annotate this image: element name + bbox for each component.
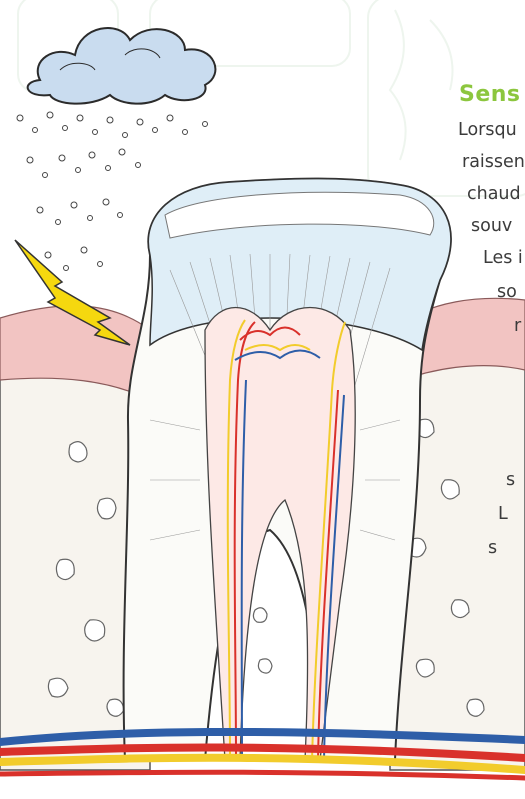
text-line-3: chaud bbox=[467, 184, 521, 204]
text-line-7: r bbox=[514, 316, 521, 336]
text-line-4: souv bbox=[471, 216, 512, 236]
text-line-10: s bbox=[488, 538, 497, 558]
text-line-8: s bbox=[506, 470, 515, 490]
cloud-icon bbox=[28, 28, 216, 104]
text-line-2: raissen bbox=[462, 152, 525, 172]
section-heading: Sens bbox=[459, 82, 521, 107]
text-line-6: so bbox=[497, 282, 517, 302]
text-line-5: Les i bbox=[483, 248, 523, 268]
text-line-9: L bbox=[498, 504, 508, 524]
text-line-1: Lorsqu bbox=[458, 120, 517, 140]
